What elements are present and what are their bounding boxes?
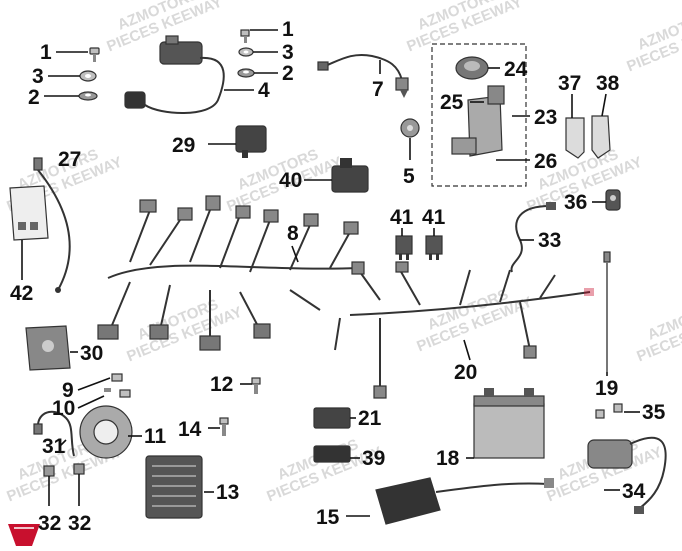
ignition-switch[interactable] (451, 85, 505, 157)
callout-34: 34 (622, 480, 646, 503)
sensor-cable[interactable] (317, 54, 409, 98)
ignition-coil[interactable] (124, 35, 225, 114)
callout-15: 15 (316, 506, 340, 529)
pickup-sensor-31[interactable] (33, 410, 75, 457)
callout-11: 11 (144, 425, 167, 448)
callout-37: 37 (558, 72, 581, 95)
callout-labels: 1 3 2 1 3 2 4 7 24 25 23 26 37 38 29 5 2… (10, 18, 666, 535)
sensor-wire-27[interactable] (33, 157, 71, 293)
callout-32: 32 (68, 512, 91, 535)
callout-14: 14 (178, 418, 202, 441)
callout-41: 41 (390, 206, 414, 229)
callout-4: 4 (258, 79, 270, 102)
callout-1: 1 (282, 18, 294, 41)
callout-39: 39 (362, 447, 385, 470)
nut-32a[interactable] (43, 465, 55, 477)
callout-18: 18 (436, 447, 460, 470)
cdi-unit-21[interactable] (313, 407, 351, 429)
callout-7: 7 (372, 78, 384, 101)
screw-1a[interactable] (89, 47, 100, 62)
flasher-unit-42[interactable] (9, 185, 49, 241)
ignition-switch-group-frame (431, 43, 527, 187)
callout-20: 20 (454, 361, 477, 384)
callout-19: 19 (595, 377, 618, 400)
relay-41b[interactable] (425, 235, 443, 260)
callout-13: 13 (216, 481, 239, 504)
bolt-12[interactable] (251, 377, 261, 394)
main-harness[interactable] (97, 195, 361, 351)
callout-5: 5 (403, 165, 415, 188)
relay-29[interactable] (235, 125, 267, 158)
rear-harness[interactable] (334, 261, 594, 399)
switch-cover[interactable] (455, 56, 489, 80)
callout-9: 9 (62, 379, 74, 402)
screw-10[interactable] (104, 388, 131, 398)
voltage-regulator-13[interactable] (145, 455, 203, 519)
callout-41: 41 (422, 206, 446, 229)
callout-21: 21 (358, 407, 382, 430)
clip-36[interactable] (605, 189, 621, 211)
nut-32b[interactable] (73, 463, 85, 475)
callout-36: 36 (564, 191, 587, 214)
callout-10: 10 (52, 397, 75, 420)
relay-41a[interactable] (395, 235, 413, 260)
callout-32: 32 (38, 512, 61, 535)
callout-8: 8 (287, 222, 299, 245)
callout-3: 3 (282, 41, 294, 64)
callout-30: 30 (80, 342, 103, 365)
key-bracket-38[interactable] (591, 115, 611, 159)
key-bracket-37[interactable] (565, 117, 585, 159)
callout-12: 12 (210, 373, 233, 396)
callout-40: 40 (279, 169, 302, 192)
callout-25: 25 (440, 91, 464, 114)
callout-24: 24 (504, 58, 528, 81)
callout-2: 2 (28, 86, 40, 109)
rubber-plug[interactable] (400, 118, 420, 138)
screw-35[interactable] (595, 403, 623, 419)
nut-2a[interactable] (78, 91, 98, 101)
screw-1b[interactable] (240, 29, 250, 43)
bracket-30[interactable] (25, 325, 71, 371)
cable-tie-19[interactable] (603, 251, 611, 372)
callout-27: 27 (58, 148, 81, 171)
leader-lines (21, 29, 640, 517)
battery-18[interactable] (473, 388, 545, 459)
callout-23: 23 (534, 106, 557, 129)
washer-3b[interactable] (238, 47, 254, 57)
washer-3a[interactable] (79, 70, 97, 82)
connector-40[interactable] (331, 158, 369, 193)
brand-logo (8, 524, 40, 546)
control-module-15[interactable] (375, 477, 554, 525)
bolt-14[interactable] (219, 417, 229, 436)
connector-39[interactable] (313, 445, 351, 463)
callout-29: 29 (172, 134, 195, 157)
callout-2: 2 (282, 62, 294, 85)
starter-relay-34[interactable] (587, 436, 667, 514)
callout-1: 1 (40, 41, 52, 64)
stator-11[interactable] (79, 405, 133, 459)
callout-26: 26 (534, 150, 557, 173)
callout-3: 3 (32, 65, 44, 88)
callout-38: 38 (596, 72, 620, 95)
callout-33: 33 (538, 229, 561, 252)
callout-42: 42 (10, 282, 33, 305)
screw-9[interactable] (111, 373, 123, 382)
callout-35: 35 (642, 401, 666, 424)
battery-cable-33[interactable] (510, 202, 556, 273)
nut-2b[interactable] (237, 68, 255, 78)
callout-31: 31 (42, 435, 66, 458)
